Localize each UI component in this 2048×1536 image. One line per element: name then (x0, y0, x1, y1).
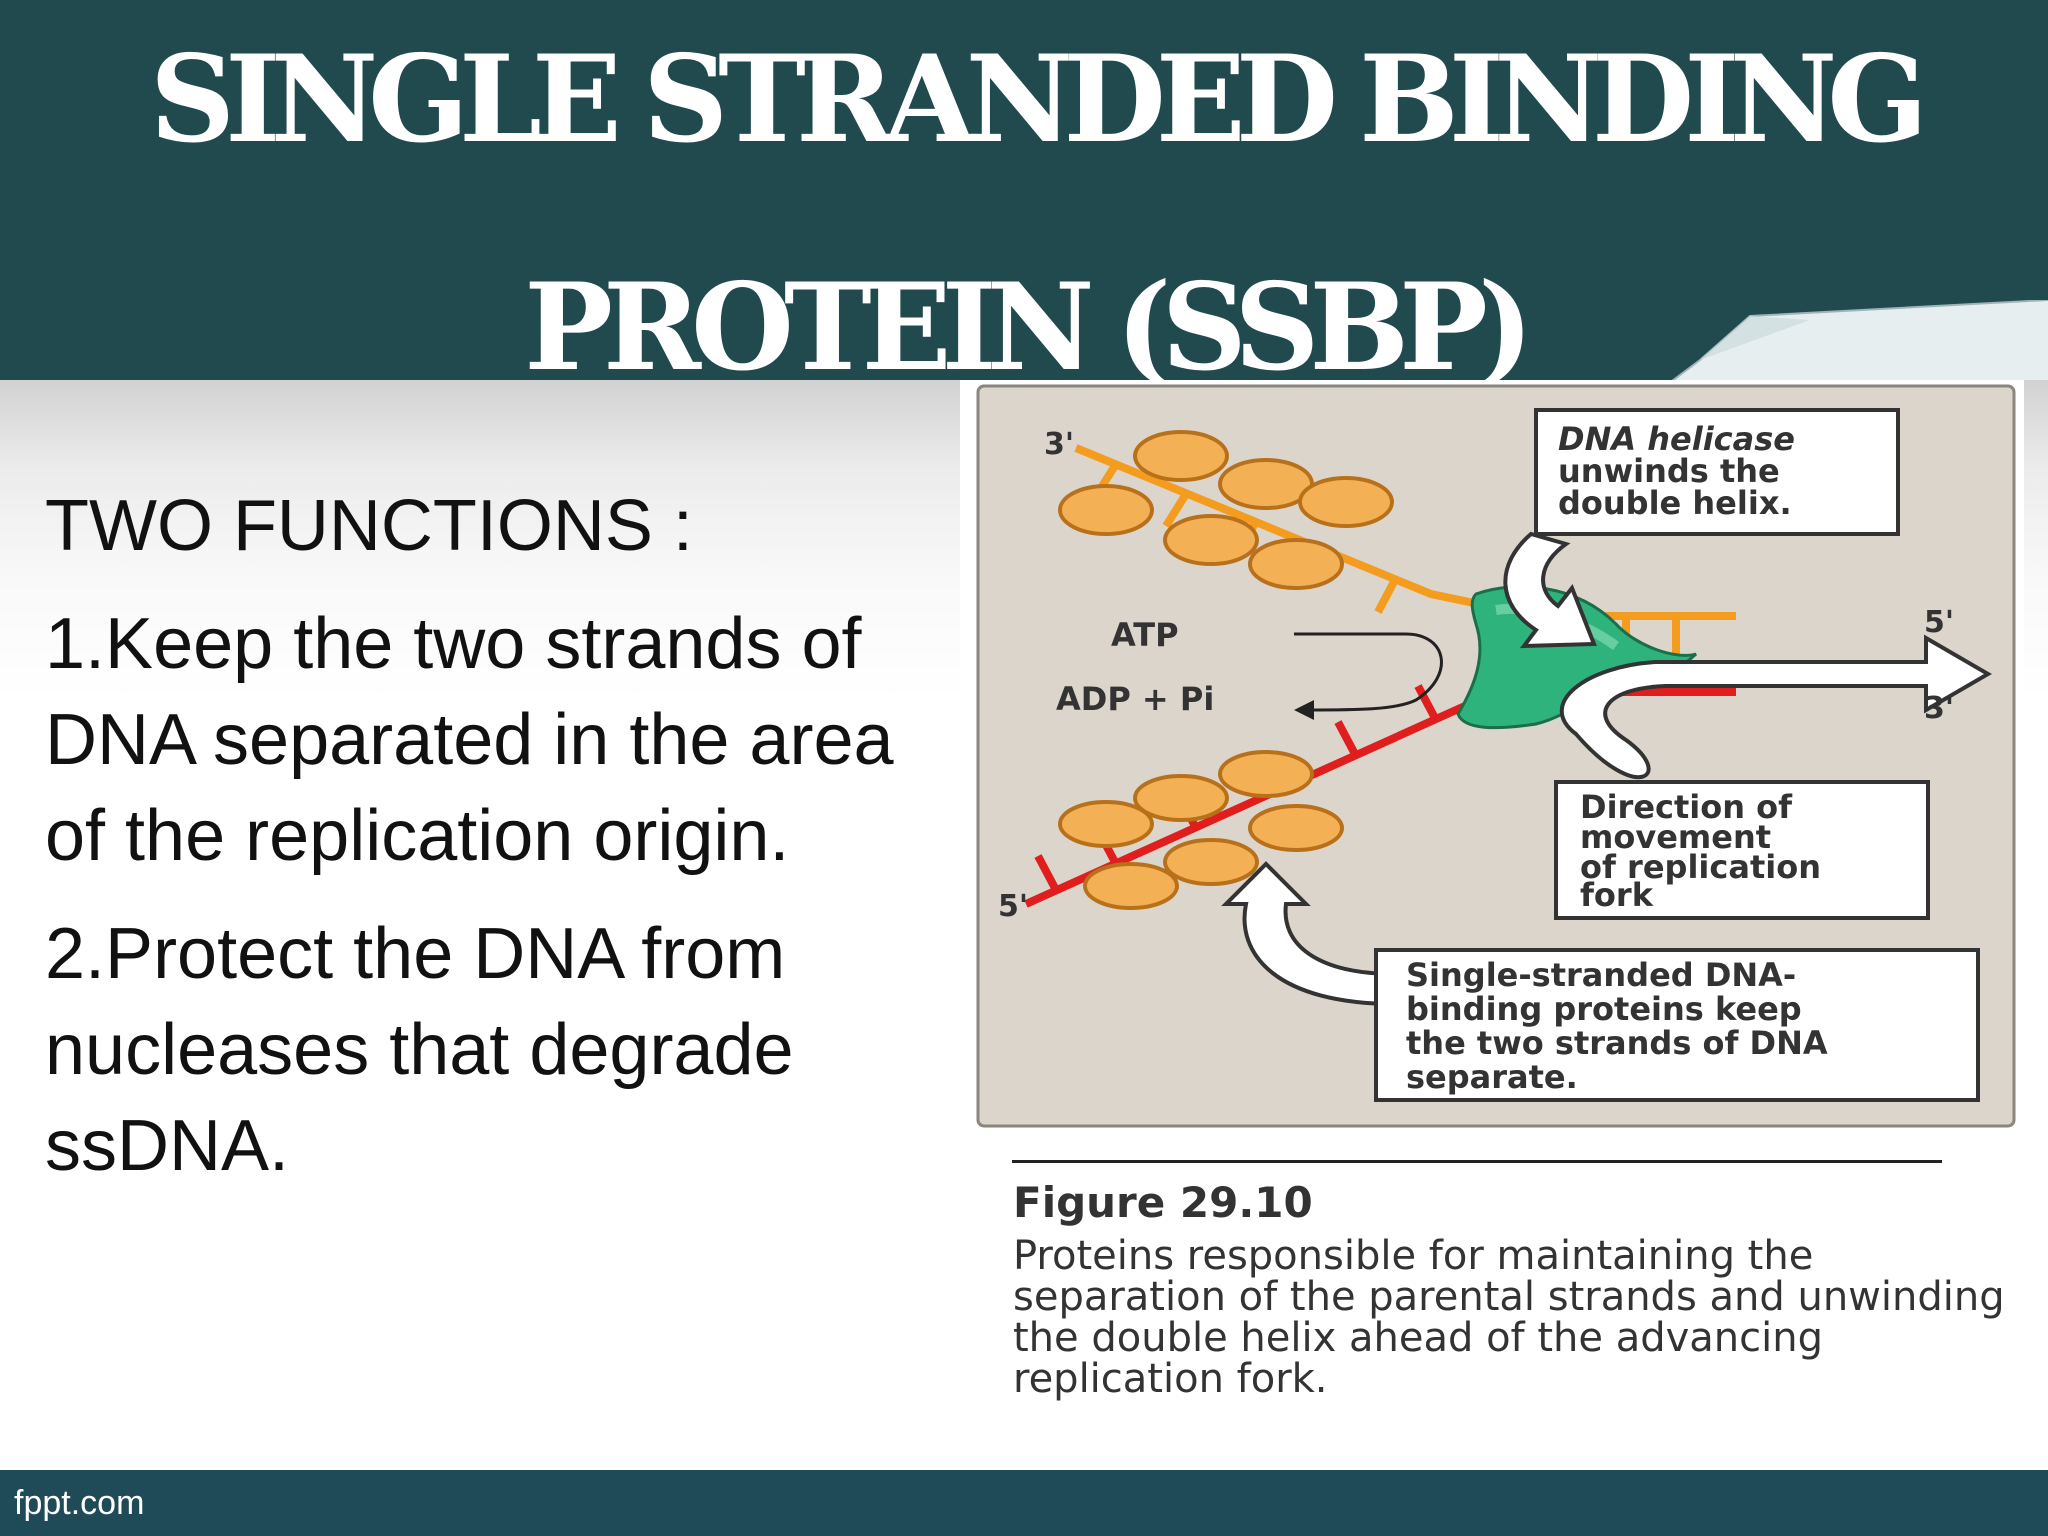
functions-heading: TWO FUNCTIONS : (45, 486, 693, 566)
ssb-callout-line-4: separate. (1406, 1058, 1578, 1096)
figure-caption: Proteins responsible for maintaining the… (1013, 1233, 2005, 1402)
footer-bar: fppt.com (0, 1470, 2048, 1536)
ssb-callout-line-3: the two strands of DNA (1406, 1024, 1828, 1062)
slide-body: TWO FUNCTIONS : 1.Keep the two strands o… (0, 380, 2048, 1470)
helicase-callout-line-3: double helix. (1558, 484, 1792, 522)
ssb-callout: Single-stranded DNA- binding proteins ke… (1374, 948, 1980, 1102)
function-list: TWO FUNCTIONS : 1.Keep the two strands o… (45, 478, 925, 1216)
replication-fork-diagram: DNA helicase unwinds the double helix. D… (976, 384, 2016, 1128)
atp-cycle-arrow (1294, 632, 1443, 712)
helicase-callout-line-2: unwinds the (1558, 452, 1780, 490)
ssb-callout-line-2: binding proteins keep (1406, 990, 1802, 1028)
helicase-callout-title: DNA helicase (1558, 420, 1795, 458)
label-5-prime-bottom: 5' (998, 889, 1028, 924)
adp-label: ADP + Pi (1056, 680, 1214, 718)
slide-title-line-2: PROTEIN (SSBP) (524, 255, 1533, 398)
helicase-callout-arrow (1503, 531, 1597, 649)
title-bar: SINGLE STRANDED BINDING PROTEIN (SSBP) (0, 0, 2048, 387)
figure-panel: DNA helicase unwinds the double helix. D… (960, 380, 2024, 1456)
helicase-callout: DNA helicase unwinds the double helix. (1534, 408, 1900, 536)
function-item-1: 1.Keep the two strands of DNA separated … (45, 604, 894, 876)
ssb-proteins-bottom (1058, 750, 1344, 910)
slide-title-line-1: SINGLE STRANDED BINDING (149, 27, 1928, 170)
direction-callout-line-2: movement (1580, 818, 1771, 856)
direction-callout: Direction of movement of replication for… (1554, 780, 1930, 920)
figure-divider (1012, 1160, 1942, 1163)
ssb-callout-line-1: Single-stranded DNA- (1406, 956, 1796, 994)
diagram-background (976, 384, 2016, 1128)
function-item-2: 2.Protect the DNA from nucleases that de… (45, 914, 794, 1186)
atp-label: ATP (1111, 616, 1179, 654)
adp-arrowhead (1294, 700, 1314, 720)
figure-number: Figure 29.10 (1013, 1178, 1313, 1227)
direction-callout-line-1: Direction of (1580, 788, 1793, 826)
label-5-prime-right: 5' (1924, 605, 1954, 640)
direction-callout-line-4: fork (1580, 876, 1654, 914)
ssb-callout-arrow (1221, 861, 1398, 1007)
footer-brand-link[interactable]: fppt.com (14, 1484, 145, 1522)
page-curl-decoration (1660, 300, 2048, 390)
label-3-prime-top: 3' (1044, 427, 1074, 462)
fork-direction-arrow (1559, 634, 1992, 780)
ssb-proteins-top (1058, 430, 1394, 590)
direction-callout-line-3: of replication (1580, 848, 1821, 886)
label-3-prime-right: 3' (1924, 691, 1954, 726)
